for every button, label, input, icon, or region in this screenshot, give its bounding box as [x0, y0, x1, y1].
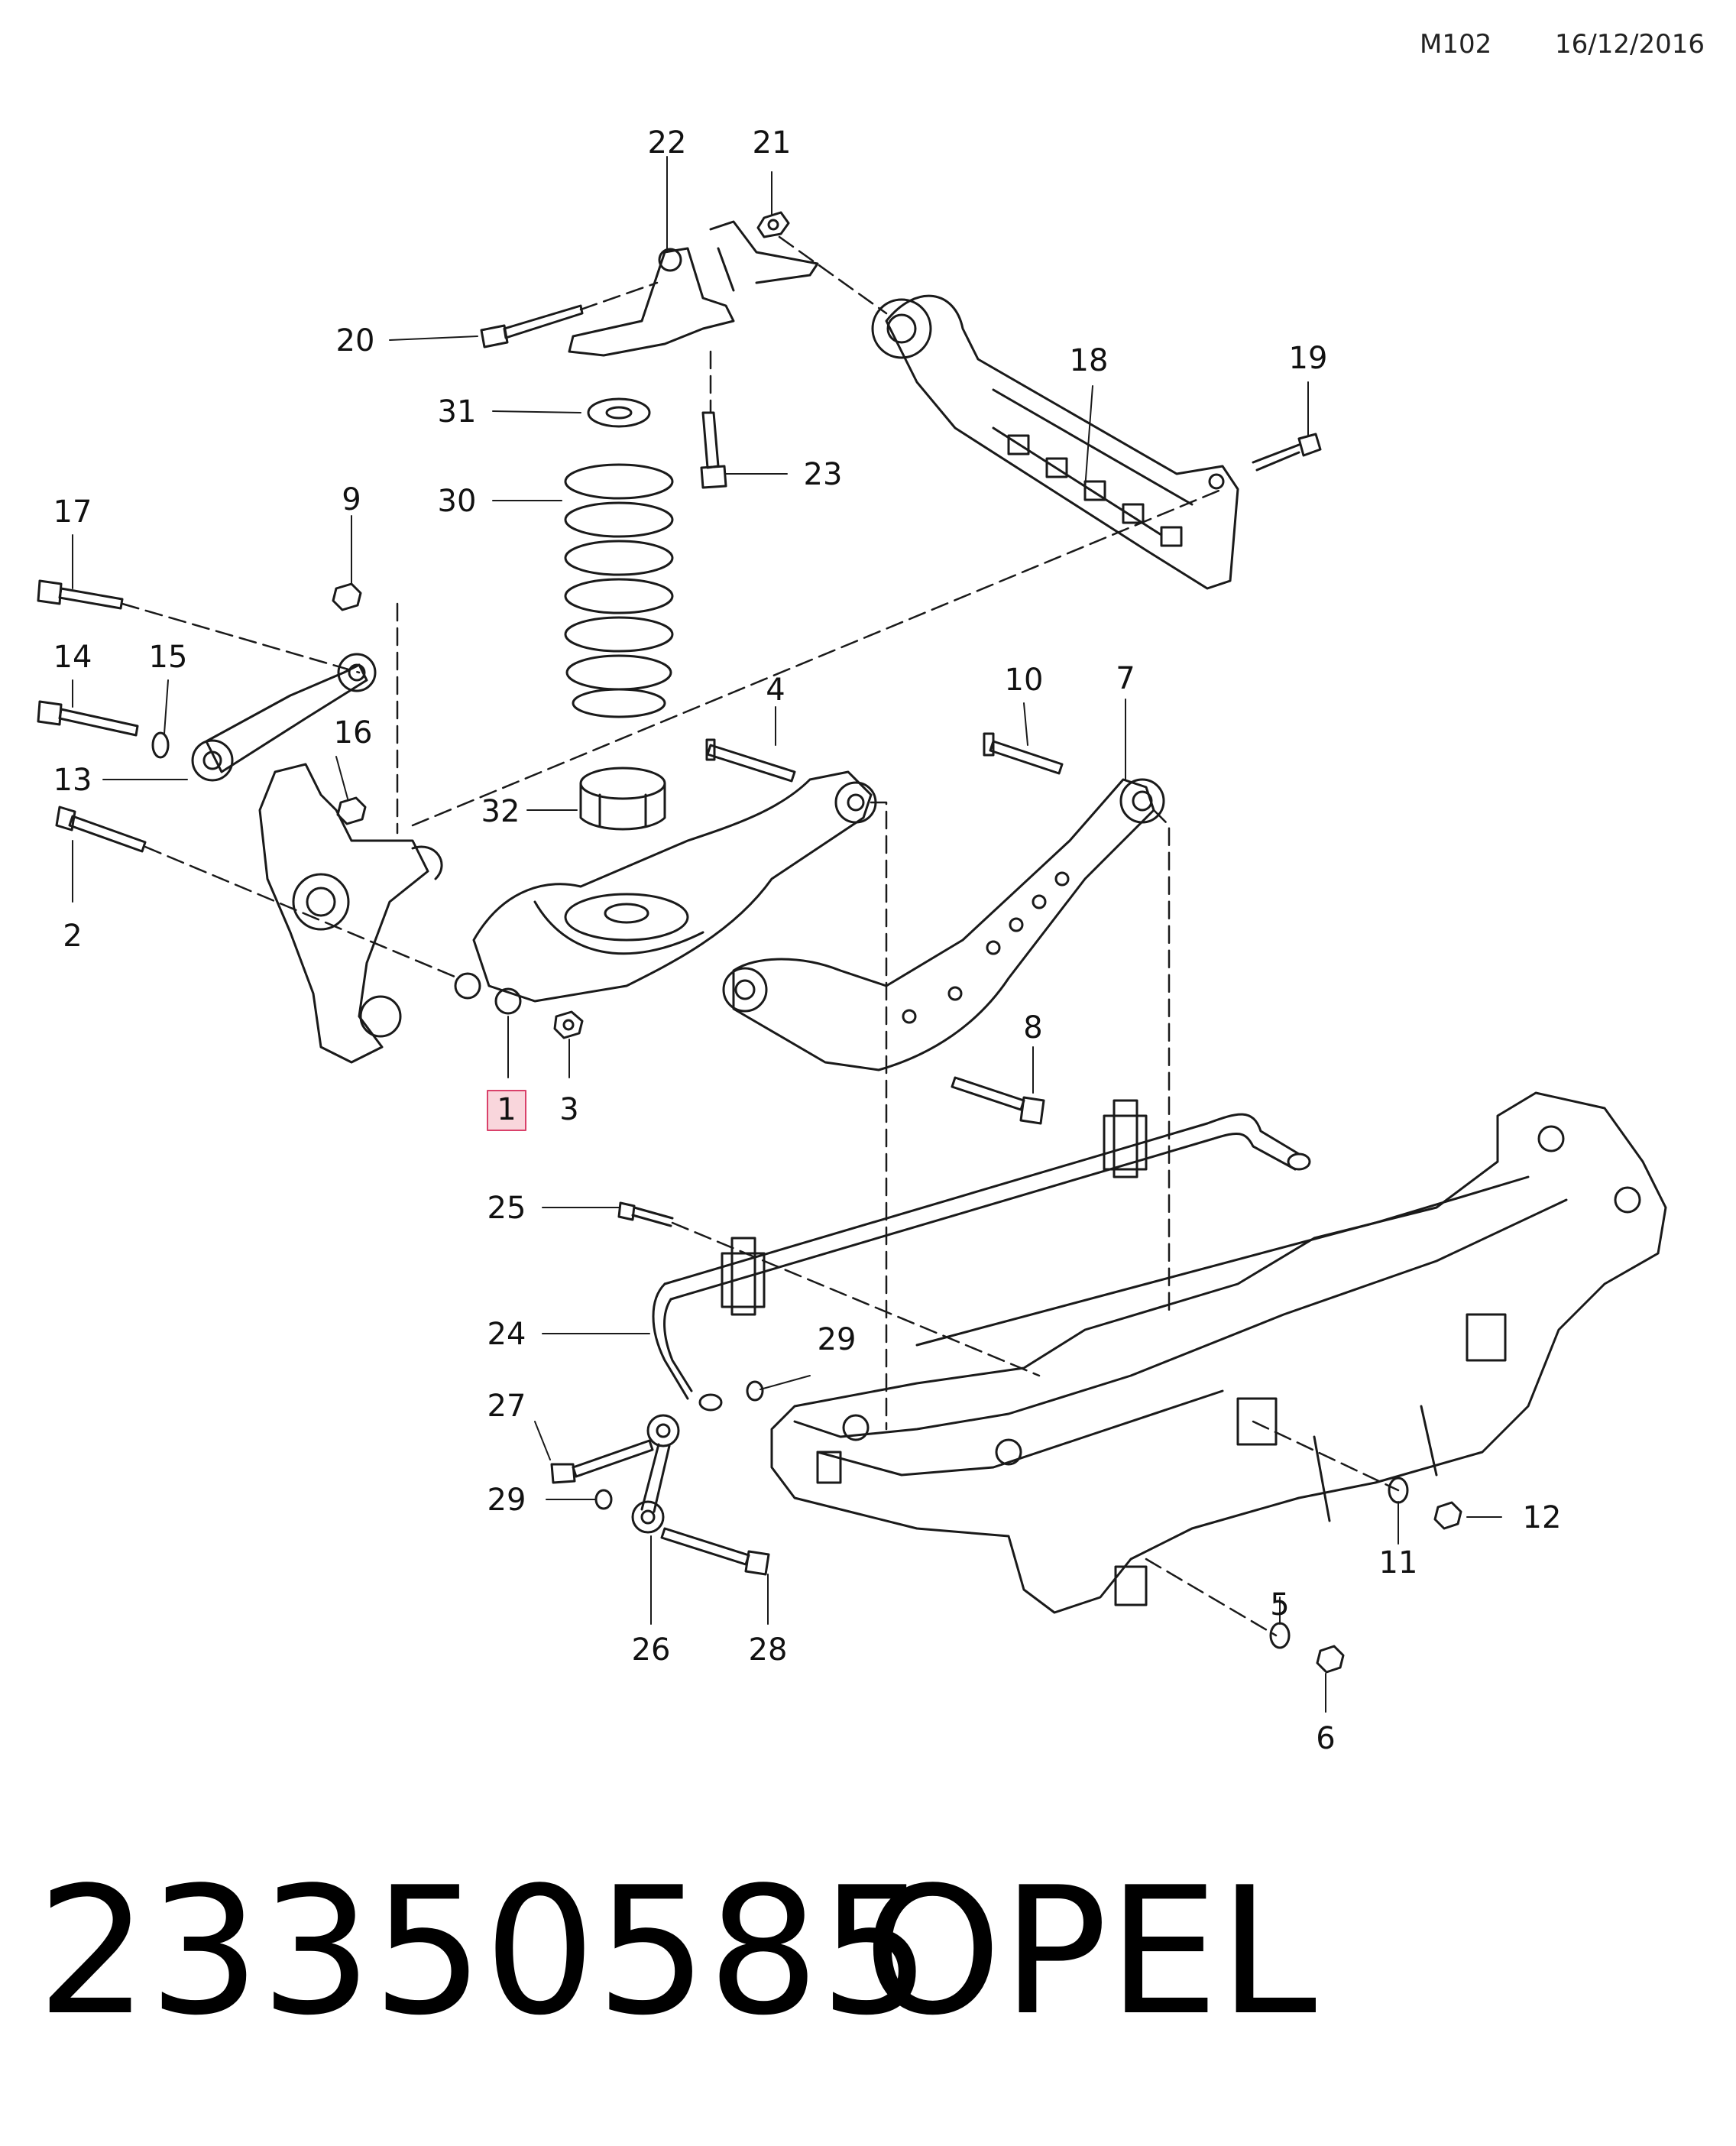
- callout-20: 20: [336, 323, 375, 358]
- callout-29-upper: 29: [818, 1322, 857, 1357]
- stabilizer-bushing-left: [721, 1237, 766, 1316]
- callout-11: 11: [1379, 1545, 1418, 1580]
- upper-link: [191, 653, 377, 782]
- callout-1: 1: [497, 1092, 516, 1127]
- subframe: [770, 1091, 1667, 1614]
- part-31-spring-pad: [587, 397, 651, 428]
- callout-23: 23: [804, 457, 843, 492]
- part-27-bolt: [550, 1439, 654, 1484]
- part-16-nut: [336, 796, 367, 825]
- callout-13: 13: [53, 763, 92, 798]
- callout-29-lower: 29: [487, 1483, 526, 1518]
- diagram-code: M102: [1420, 29, 1492, 60]
- callout-16: 16: [334, 715, 373, 750]
- part-12-nut: [1433, 1501, 1462, 1530]
- callout-19: 19: [1289, 341, 1328, 376]
- callout-5: 5: [1270, 1587, 1289, 1622]
- callout-30: 30: [438, 484, 477, 519]
- assembly-dashed-lines: [121, 235, 1400, 1637]
- callout-17: 17: [53, 494, 92, 530]
- part-1-control-arm: [454, 770, 877, 1015]
- callout-25: 25: [487, 1191, 526, 1226]
- part-7-trailing-arm: [722, 778, 1165, 1071]
- part-18-trailing-link: [871, 294, 1239, 590]
- part-22-bracket: [568, 220, 819, 357]
- part-30-coil-spring: [564, 463, 674, 718]
- callout-12: 12: [1523, 1500, 1562, 1535]
- part-25-bolt: [617, 1201, 674, 1227]
- callout-21: 21: [753, 125, 792, 160]
- part-2-bolt: [55, 806, 147, 853]
- part-28-bolt: [660, 1527, 770, 1576]
- callout-27: 27: [487, 1389, 526, 1424]
- callout-9: 9: [342, 482, 361, 517]
- callout-10: 10: [1005, 663, 1044, 698]
- part-8-bolt: [951, 1076, 1045, 1125]
- callout-22: 22: [648, 125, 687, 160]
- callout-18: 18: [1070, 343, 1109, 378]
- suspension-exploded-view: 1 2 3 4 5 6 7 8 9 10 11 12 13 14 15 16 1…: [37, 125, 1667, 1756]
- callout-15: 15: [149, 640, 188, 675]
- part-4-bolt: [705, 738, 796, 783]
- part-15-washer: [151, 731, 170, 759]
- part-14-bolt: [37, 700, 139, 737]
- diagram-date: 16/12/2016: [1555, 29, 1705, 60]
- part-10-bolt: [983, 732, 1064, 775]
- leader-lines: [72, 156, 1502, 1713]
- callout-14: 14: [53, 640, 92, 675]
- callout-32: 32: [481, 794, 520, 829]
- callout-26: 26: [632, 1632, 671, 1668]
- part-29-washer-upper: [746, 1380, 764, 1402]
- part-20-bolt: [480, 304, 584, 348]
- part-6-nut: [1316, 1645, 1345, 1674]
- part-3-nut: [553, 1010, 584, 1039]
- part-9-nut: [332, 582, 362, 611]
- callout-4: 4: [766, 673, 785, 708]
- callout-2: 2: [63, 919, 82, 954]
- part-21-nut: [756, 211, 790, 238]
- part-26-stabilizer-link: [631, 1414, 680, 1534]
- part-17-bolt: [37, 579, 124, 610]
- callout-8: 8: [1023, 1010, 1042, 1045]
- stabilizer-bushing-right: [1103, 1099, 1148, 1178]
- callout-31: 31: [438, 394, 477, 430]
- part-5-washer: [1269, 1622, 1291, 1649]
- callout-1-highlight: [487, 1090, 526, 1131]
- knuckle: [258, 763, 443, 1064]
- callout-6: 6: [1316, 1721, 1335, 1756]
- part-32-spring-seat: [579, 767, 666, 831]
- part-24-stabilizer-bar: [652, 1113, 1311, 1412]
- part-19-bolt: [1252, 433, 1322, 472]
- callout-24: 24: [487, 1317, 526, 1352]
- callout-7: 7: [1116, 661, 1135, 696]
- callout-3: 3: [559, 1092, 578, 1127]
- callout-28: 28: [749, 1632, 788, 1668]
- part-23-bolt: [700, 411, 727, 489]
- part-number: 23350585: [37, 1850, 931, 2054]
- brand-name: OPEL: [863, 1850, 1317, 2054]
- callout-labels: 1 2 3 4 5 6 7 8 9 10 11 12 13 14 15 16 1…: [53, 125, 1562, 1756]
- part-29-washer-lower: [594, 1489, 613, 1510]
